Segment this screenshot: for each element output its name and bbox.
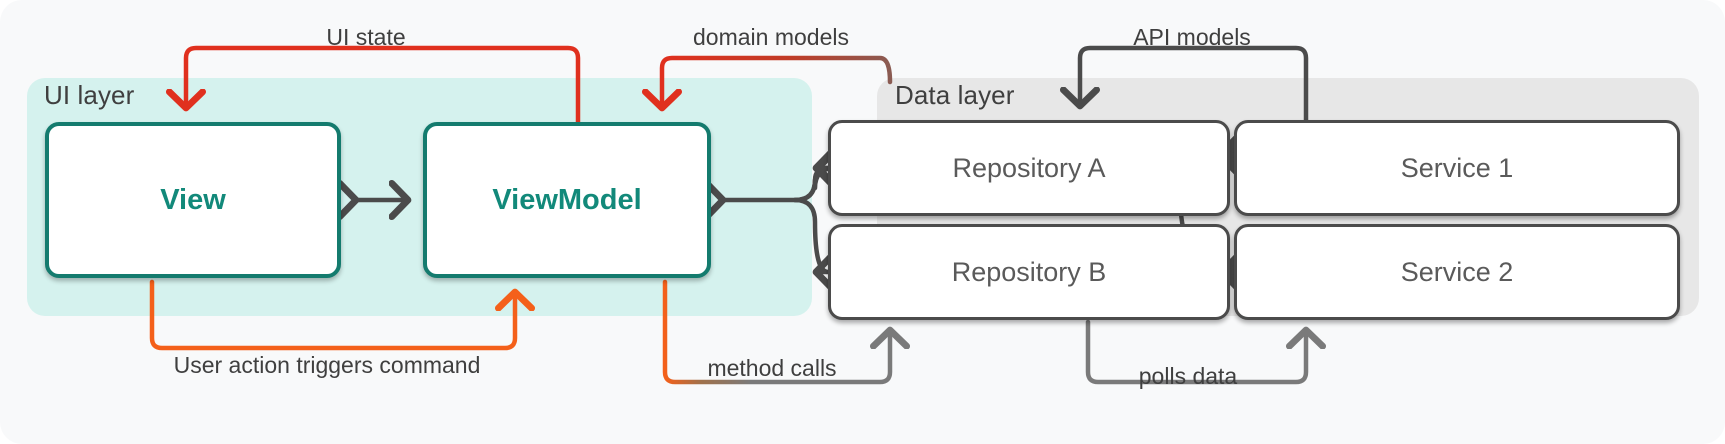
node-repository-a[interactable]: Repository A xyxy=(828,120,1230,216)
data-layer-title: Data layer xyxy=(895,80,1015,110)
node-viewmodel[interactable]: ViewModel xyxy=(423,122,711,278)
edge-label-polls-data: polls data xyxy=(1138,363,1238,389)
node-view[interactable]: View xyxy=(45,122,341,278)
node-repository-a-label: Repository A xyxy=(952,152,1106,183)
node-view-label: View xyxy=(160,183,226,216)
node-service-1[interactable]: Service 1 xyxy=(1234,120,1680,216)
edge-label-method-calls: method calls xyxy=(707,355,837,381)
edge-polls-data xyxy=(1085,319,1306,385)
ui-layer-title: UI layer xyxy=(44,80,135,110)
edge-label-ui-state: UI state xyxy=(326,24,406,50)
edge-label-user-action: User action triggers command xyxy=(173,352,481,378)
edge-label-domain-models: domain models xyxy=(693,24,849,50)
node-viewmodel-label: ViewModel xyxy=(492,183,642,216)
node-repository-b-label: Repository B xyxy=(951,256,1107,287)
node-service-2-label: Service 2 xyxy=(1400,256,1514,287)
node-service-1-label: Service 1 xyxy=(1400,152,1514,183)
edge-user-action xyxy=(149,279,515,351)
edge-viewmodel-repo-b xyxy=(792,197,828,272)
node-repository-b[interactable]: Repository B xyxy=(828,224,1230,320)
edge-method-calls xyxy=(662,279,890,385)
edge-ui-state xyxy=(186,45,581,125)
edge-label-api-models: API models xyxy=(1133,24,1251,50)
edge-viewmodel-repo-a xyxy=(792,168,828,203)
edge-domain-models xyxy=(662,55,893,108)
node-service-2[interactable]: Service 2 xyxy=(1234,224,1680,320)
edge-api-models xyxy=(1080,45,1309,123)
